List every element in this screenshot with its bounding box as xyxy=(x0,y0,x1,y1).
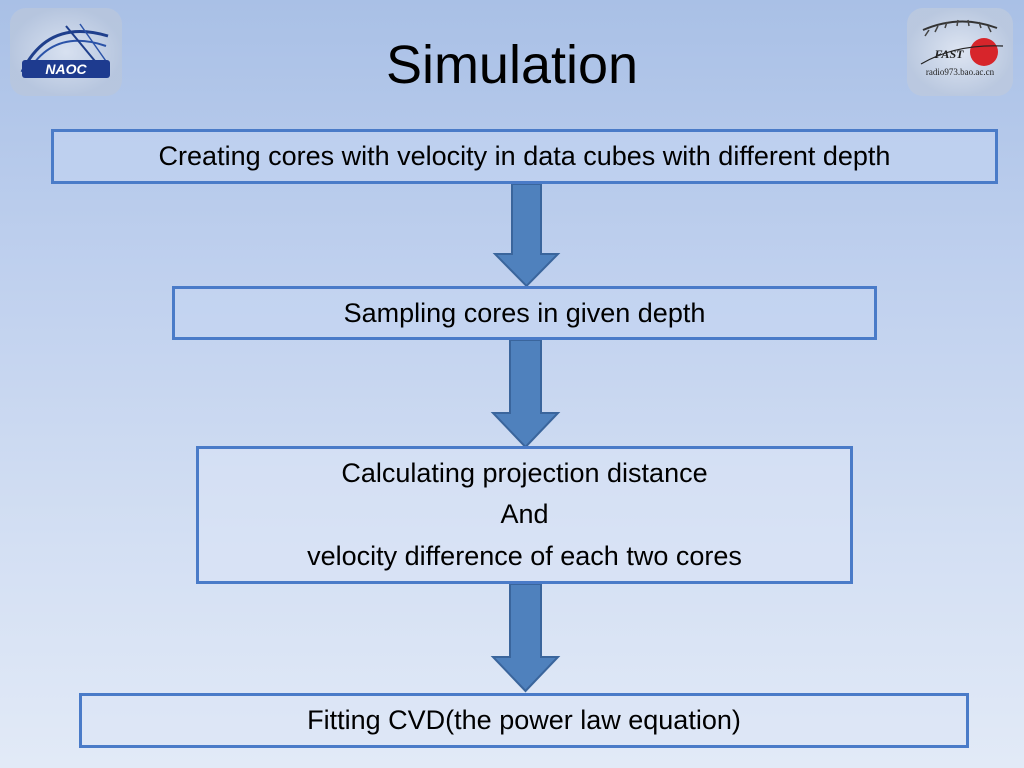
flow-step-text-line-1: Calculating projection distance xyxy=(341,458,708,489)
naoc-logo-text: NAOC xyxy=(45,61,87,77)
flow-step-text-line-3: velocity difference of each two cores xyxy=(307,540,742,571)
flow-step-text-line-2: And xyxy=(500,499,549,530)
slide-title: Simulation xyxy=(385,35,639,95)
down-arrow-1 xyxy=(492,183,561,288)
down-arrow-3 xyxy=(490,583,561,693)
fast-logo-caption: radio973.bao.ac.cn xyxy=(925,67,995,77)
flow-step-sampling-cores: Sampling cores in given depth xyxy=(172,286,877,340)
down-arrow-2 xyxy=(490,339,561,449)
naoc-logo-icon: NAOC xyxy=(10,8,122,96)
flow-step-fitting-cvd: Fitting CVD(the power law equation) xyxy=(79,693,969,748)
fast-logo-text: FAST xyxy=(934,47,965,61)
flow-step-text: Sampling cores in given depth xyxy=(343,297,706,328)
flow-step-calculating: Calculating projection distance And velo… xyxy=(196,446,853,584)
flow-step-create-cores: Creating cores with velocity in data cub… xyxy=(51,129,998,184)
flow-step-text: Fitting CVD(the power law equation) xyxy=(307,705,741,736)
flow-step-text: Creating cores with velocity in data cub… xyxy=(158,141,891,172)
fast-logo-icon: FAST xyxy=(907,8,1013,96)
